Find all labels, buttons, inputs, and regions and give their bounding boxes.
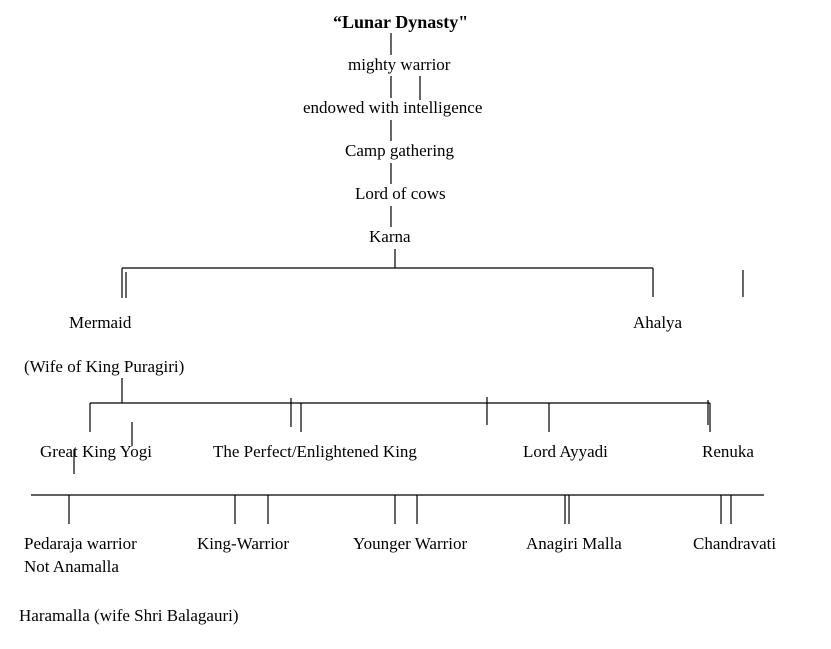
node-perfect-enlightened-king: The Perfect/Enlightened King <box>213 442 417 461</box>
node-mermaid: Mermaid <box>69 313 132 332</box>
node-pedaraja-warrior: Pedaraja warrior <box>24 534 137 553</box>
node-great-king-yogi: Great King Yogi <box>40 442 152 461</box>
diagram-title: “Lunar Dynasty" <box>333 12 469 32</box>
node-mighty-warrior: mighty warrior <box>348 55 451 74</box>
node-renuka: Renuka <box>702 442 754 461</box>
node-chandravati: Chandravati <box>693 534 777 553</box>
node-endowed-with-intelligence: endowed with intelligence <box>303 98 483 117</box>
node-karna: Karna <box>369 227 411 246</box>
node-lord-of-cows: Lord of cows <box>355 184 446 203</box>
node-younger-warrior: Younger Warrior <box>353 534 468 553</box>
node-lord-ayyadi: Lord Ayyadi <box>523 442 608 461</box>
node-ahalya: Ahalya <box>633 313 683 332</box>
node-king-warrior: King-Warrior <box>197 534 290 553</box>
node-camp-gathering: Camp gathering <box>345 141 455 160</box>
footer-note: Haramalla (wife Shri Balagauri) <box>19 606 239 625</box>
node-not-anamalla: Not Anamalla <box>24 557 119 576</box>
node-anagiri-malla: Anagiri Malla <box>526 534 622 553</box>
node-mermaid-note: (Wife of King Puragiri) <box>24 357 185 376</box>
